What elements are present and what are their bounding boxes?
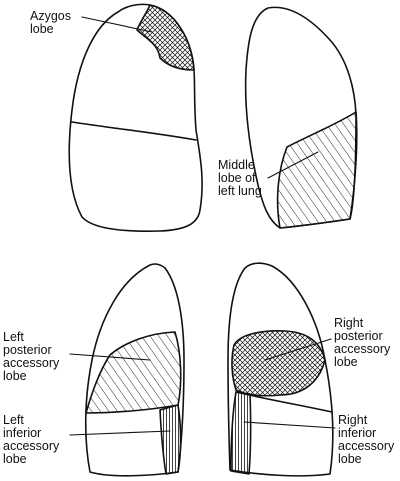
label-left-inferior-accessory-lobe: Left inferior accessory lobe (3, 414, 59, 466)
label-line: accessory (338, 439, 395, 453)
label-line: posterior (334, 329, 383, 343)
label-line: left lung (218, 184, 262, 198)
label-line: accessory (3, 356, 60, 370)
label-line: posterior (3, 343, 52, 357)
label-line: inferior (3, 426, 42, 440)
label-line: lobe (338, 452, 362, 466)
label-middle-lobe: Middle lobe of left lung (218, 159, 262, 198)
label-line: Azygos (30, 9, 71, 23)
label-right-inferior-accessory-lobe: Right inferior accessory lobe (338, 414, 394, 466)
label-line: lobe of (218, 171, 256, 185)
leader-right-inferior (243, 421, 336, 429)
top-left-lung (68, 3, 203, 232)
bottom-left-lung (84, 263, 185, 477)
label-line: Left (3, 413, 24, 427)
label-line: lobe (3, 452, 27, 466)
azygos-lobe (136, 4, 195, 71)
left-posterior-accessory-lobe (85, 331, 182, 414)
leader-middle (267, 151, 319, 179)
right-inferior-accessory-lobe (230, 391, 252, 475)
label-line: Middle (218, 158, 255, 172)
label-azygos-lobe: Azygos lobe (30, 10, 71, 36)
fissure-top-left (71, 121, 197, 141)
label-line: Right (338, 413, 368, 427)
top-right-lung (244, 6, 358, 229)
label-line: Right (334, 316, 364, 330)
leader-left-inferior (69, 430, 171, 436)
leader-left-posterior (69, 353, 151, 361)
label-line: lobe (334, 355, 358, 369)
label-line: lobe (3, 369, 27, 383)
leader-right-posterior (264, 338, 332, 361)
label-line: accessory (334, 342, 391, 356)
label-left-posterior-accessory-lobe: Left posterior accessory lobe (3, 331, 59, 383)
left-inferior-accessory-lobe (159, 404, 182, 475)
bottom-right-lung (227, 262, 334, 477)
leader-lines (69, 16, 336, 436)
bottom-right-lung-outline (227, 262, 334, 477)
label-line: Left (3, 330, 24, 344)
label-line: accessory (3, 439, 60, 453)
label-right-posterior-accessory-lobe: Right posterior accessory lobe (334, 317, 390, 369)
label-line: lobe (30, 22, 54, 36)
label-line: inferior (338, 426, 377, 440)
leader-azygos (81, 16, 153, 33)
right-posterior-accessory-lobe (231, 330, 326, 397)
middle-lobe-left-lung (276, 111, 358, 229)
